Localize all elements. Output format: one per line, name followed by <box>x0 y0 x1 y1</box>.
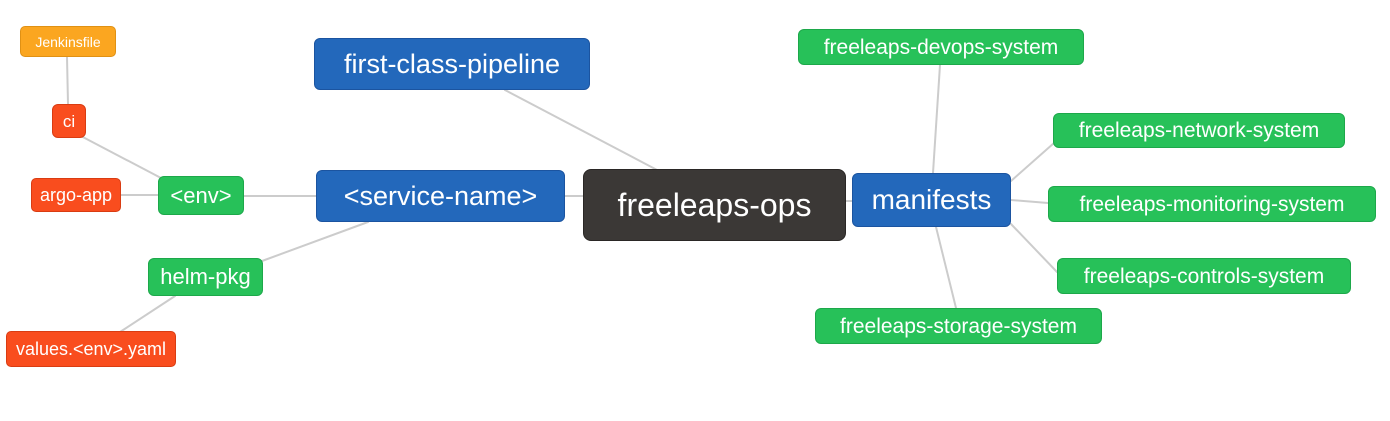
node-env[interactable]: <env> <box>158 176 244 215</box>
node-freeleaps-network-system[interactable]: freeleaps-network-system <box>1053 113 1345 148</box>
node-freeleaps-storage-system[interactable]: freeleaps-storage-system <box>815 308 1102 344</box>
node-service-name[interactable]: <service-name> <box>316 170 565 222</box>
edge-jenkinsfile-ci <box>66 56 69 105</box>
node-helm-pkg[interactable]: helm-pkg <box>148 258 263 296</box>
node-freeleaps-devops-system[interactable]: freeleaps-devops-system <box>798 29 1084 65</box>
node-ci[interactable]: ci <box>52 104 86 138</box>
node-manifests[interactable]: manifests <box>852 173 1011 227</box>
edge-manifests-controls <box>1010 223 1058 273</box>
edge-manifests-network <box>1010 142 1055 182</box>
node-argo-app[interactable]: argo-app <box>31 178 121 212</box>
edge-manifests-storage <box>935 226 957 309</box>
edge-fcp-freeleaps-ops <box>504 89 660 172</box>
node-first-class-pipeline[interactable]: first-class-pipeline <box>314 38 590 90</box>
edge-ci-env <box>78 134 162 179</box>
node-jenkinsfile[interactable]: Jenkinsfile <box>20 26 116 57</box>
edge-helm-pkg-values <box>119 295 176 333</box>
node-freeleaps-ops-root[interactable]: freeleaps-ops <box>583 169 846 241</box>
edge-manifests-devops <box>932 64 941 174</box>
edge-manifests-monitoring <box>1010 199 1049 204</box>
node-freeleaps-monitoring-system[interactable]: freeleaps-monitoring-system <box>1048 186 1376 222</box>
node-values-env-yaml[interactable]: values.<env>.yaml <box>6 331 176 367</box>
edge-service-name-helm-pkg <box>261 221 369 262</box>
node-freeleaps-controls-system[interactable]: freeleaps-controls-system <box>1057 258 1351 294</box>
